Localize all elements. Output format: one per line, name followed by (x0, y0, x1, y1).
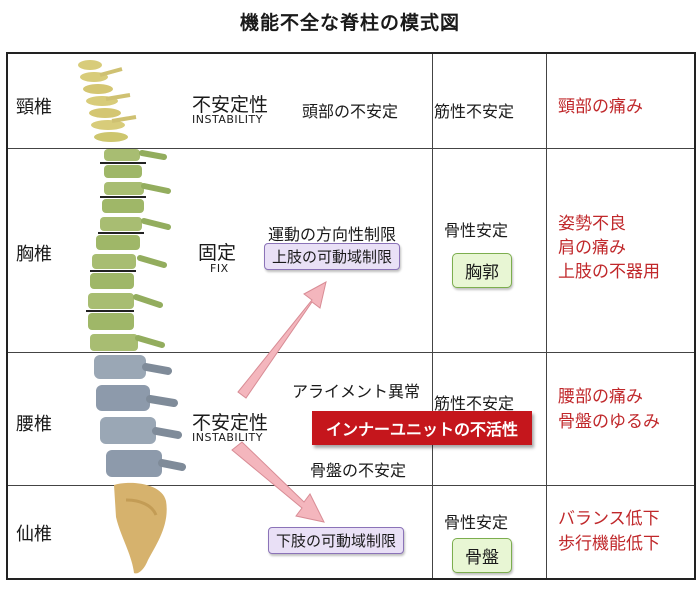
thoracic-upper-limb-box: 上肢の可動域制限 (264, 243, 401, 270)
diagram-title: 機能不全な脊柱の模式図 (239, 12, 460, 34)
sacral-support: 骨性安定 (444, 513, 509, 532)
lumbar-effect-bottom: 骨盤の不安定 (310, 461, 407, 480)
arrow-up-icon (237, 281, 327, 399)
spine-table (6, 52, 696, 580)
cervical-symptom: 頸部の痛み (558, 97, 643, 117)
arrow-down-icon (231, 441, 325, 523)
sacral-lower-limb-box: 下肢の可動域制限 (268, 527, 405, 554)
cervical-effect: 頭部の不安定 (302, 102, 399, 121)
thoracic-vertebrae (86, 149, 171, 351)
thoracic-state: 固定 (198, 242, 237, 264)
sacral-symptom-1: バランス低下 (558, 509, 660, 529)
spine-illustration (78, 60, 186, 574)
thoracic-state-en: FIX (210, 262, 229, 275)
row-divider (8, 352, 694, 353)
column-divider (546, 54, 547, 578)
column-divider (432, 54, 433, 578)
region-label-lumbar: 腰椎 (16, 414, 52, 435)
lumbar-symptom-1: 腰部の痛み (558, 387, 643, 407)
cervical-support: 筋性不安定 (434, 102, 515, 121)
thoracic-support: 骨性安定 (444, 221, 509, 240)
row-divider (8, 148, 694, 149)
row-divider (8, 485, 694, 486)
lumbar-vertebrae (94, 355, 186, 477)
lumbar-symptom-2: 骨盤のゆるみ (558, 412, 660, 432)
thoracic-effect-top: 運動の方向性制限 (268, 225, 397, 244)
cervical-state-en: INSTABILITY (192, 113, 263, 126)
thoracic-symptom-1: 姿勢不良 (558, 214, 626, 234)
cervical-state: 不安定性 (192, 94, 269, 116)
inner-unit-banner: インナーユニットの不活性 (312, 411, 533, 445)
thoracic-symptom-3: 上肢の不器用 (558, 262, 660, 282)
pelvis-box: 骨盤 (452, 538, 512, 573)
cervical-vertebrae (78, 60, 137, 142)
thorax-box: 胸郭 (452, 253, 512, 288)
region-label-cervical: 頸椎 (16, 97, 52, 118)
lumbar-state: 不安定性 (192, 412, 269, 434)
sacral-symptom-2: 歩行機能低下 (558, 534, 660, 554)
lumbar-effect-top: アライメント異常 (292, 382, 421, 401)
region-label-sacral: 仙椎 (16, 524, 52, 545)
sacrum (114, 482, 167, 574)
region-label-thoracic: 胸椎 (16, 244, 52, 265)
thoracic-symptom-2: 肩の痛み (558, 238, 626, 258)
lumbar-state-en: INSTABILITY (192, 431, 263, 444)
arrows (231, 281, 327, 523)
lumbar-support: 筋性不安定 (434, 394, 515, 413)
